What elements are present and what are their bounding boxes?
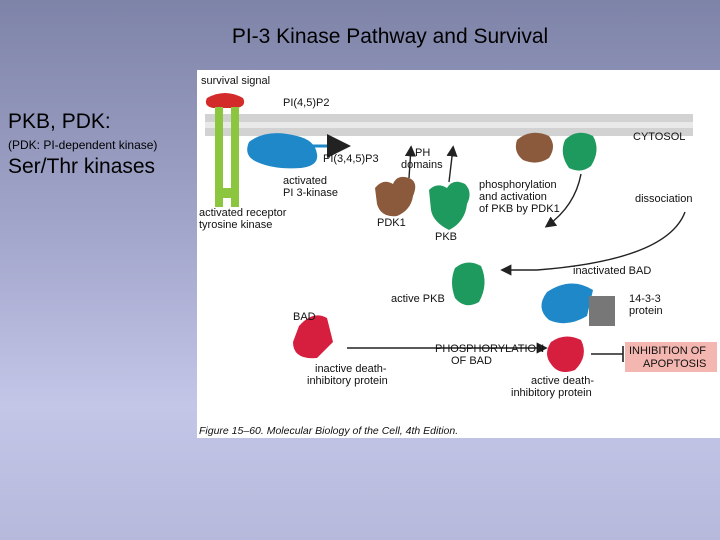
activated-receptor-tyrosine-kinase: [205, 93, 245, 207]
pi3-kinase-shape: [247, 133, 318, 169]
inhibition-box: [625, 342, 717, 372]
protein-1433-label-2: protein: [629, 305, 663, 317]
ph-domains-label-1: PH: [415, 147, 430, 159]
survival-signal-label: survival signal: [201, 75, 270, 87]
inhibition-label-1: INHIBITION OF: [629, 345, 706, 357]
phosphorylation-of-bad-label-2: OF BAD: [451, 355, 492, 367]
side-heading: PKB, PDK:: [8, 110, 111, 133]
inactive-death-label-2: inhibitory protein: [307, 375, 388, 387]
pathway-diagram: survival signal PI(4,5)P2 PI(3,4,5)P3 CY…: [199, 75, 717, 437]
pdk1-shape: [375, 176, 416, 217]
pkb-label: PKB: [435, 231, 457, 243]
active-death-shape: [547, 336, 584, 372]
activated-receptor-label-2: tyrosine kinase: [199, 219, 272, 231]
cytosol-label: CYTOSOL: [633, 131, 685, 143]
slide-title: PI-3 Kinase Pathway and Survival: [231, 25, 549, 48]
phosphorylation-label-1: phosphorylation: [479, 179, 557, 191]
ph-domains-label-2: domains: [401, 159, 443, 171]
dissociation-label: dissociation: [635, 193, 692, 205]
side-note: (PDK: PI-dependent kinase): [8, 138, 158, 152]
side-kinases-text: Ser/Thr kinases: [8, 155, 156, 178]
pi345p3-label: PI(3,4,5)P3: [323, 153, 379, 165]
pathway-figure: survival signal PI(4,5)P2 PI(3,4,5)P3 CY…: [197, 70, 720, 438]
pi45p2-label: PI(4,5)P2: [283, 97, 329, 109]
bad-inactivated-shape: [541, 283, 593, 324]
dissociation-arrow: [544, 173, 582, 228]
active-pkb-shape: [452, 262, 485, 306]
bad-inactive-shape: [293, 315, 333, 359]
pkb-membrane: [562, 132, 597, 171]
phosphorylation-label-3: of PKB by PDK1: [479, 203, 560, 215]
ph-domain-arrow-1: [404, 145, 417, 179]
pathway-curve-arrow: [500, 211, 686, 276]
active-pkb-label: active PKB: [391, 293, 445, 305]
figure-caption: Figure 15–60. Molecular Biology of the C…: [199, 425, 458, 437]
phosphorylation-label-2: and activation: [479, 191, 547, 203]
pdk1-label: PDK1: [377, 217, 406, 229]
inhibition-label-2: APOPTOSIS: [643, 358, 706, 370]
phosphorylation-of-bad-label-1: PHOSPHORYLATION: [435, 343, 544, 355]
inactive-death-label-1: inactive death-: [315, 363, 387, 375]
plasma-membrane: [205, 114, 693, 136]
protein-1433-label-1: 14-3-3: [629, 293, 661, 305]
pkb-shape: [429, 181, 470, 230]
bad-label: BAD: [293, 311, 316, 323]
inactivated-bad-label: inactivated BAD: [573, 265, 651, 277]
active-death-label-1: active death-: [531, 375, 594, 387]
activated-pi3k-label-1: activated: [283, 175, 327, 187]
active-death-label-2: inhibitory protein: [511, 387, 592, 399]
activated-pi3k-label-2: PI 3-kinase: [283, 187, 338, 199]
ph-domain-arrow-2: [446, 145, 458, 183]
pdk1-membrane: [515, 132, 553, 163]
protein-1433-shape: [589, 296, 615, 326]
activated-receptor-label-1: activated receptor: [199, 207, 287, 219]
